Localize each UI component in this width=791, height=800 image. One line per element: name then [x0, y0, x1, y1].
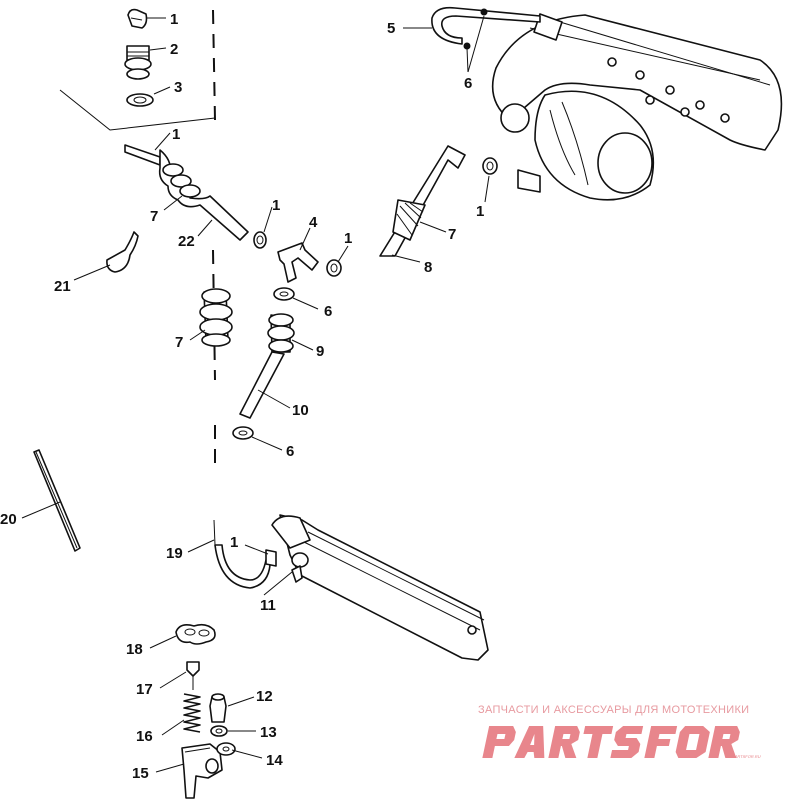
callout-1: 1	[170, 11, 178, 28]
callout-7: 7	[448, 226, 456, 243]
watermark-tagline: ЗАПЧАСТИ И АКСЕССУАРЫ ДЛЯ МОТОТЕХНИКИ	[478, 704, 750, 716]
valve-part	[186, 661, 200, 690]
callout-6: 6	[324, 303, 332, 320]
callout-15: 15	[132, 765, 149, 782]
vent-tube-part	[431, 6, 541, 50]
logo-letters	[482, 726, 740, 758]
callout-12: 12	[256, 688, 273, 705]
callout-2: 2	[170, 41, 178, 58]
washer-part	[216, 742, 236, 756]
callout-4: 4	[309, 214, 318, 231]
grommet-part	[199, 288, 233, 347]
callout-5: 5	[387, 20, 395, 37]
o-ring-part	[210, 725, 228, 737]
callout-19: 19	[166, 545, 183, 562]
clamp-ring-part	[326, 259, 342, 277]
valve-body-part	[181, 743, 223, 799]
mesh-hose-assembly	[379, 145, 466, 257]
callout-22: 22	[178, 233, 195, 250]
watermark: ЗАПЧАСТИ И АКСЕССУАРЫ ДЛЯ МОТОТЕХНИКИ PA…	[478, 704, 778, 759]
callout-3: 3	[174, 79, 182, 96]
washer-part	[126, 93, 154, 107]
callout-13: 13	[260, 724, 277, 741]
callout-1: 1	[230, 534, 238, 551]
airbox-assembly	[491, 13, 783, 201]
callout-14: 14	[266, 752, 283, 769]
watermark-logo-text: PARTSFOR.RU	[732, 754, 761, 759]
callout-20: 20	[0, 511, 17, 528]
callout-10: 10	[292, 402, 309, 419]
mounting-plate-part	[175, 623, 216, 645]
callout-17: 17	[136, 681, 153, 698]
washer-part	[232, 426, 254, 440]
hose-end-part	[127, 8, 148, 29]
cap-part	[209, 693, 227, 723]
hose-clamp-part	[106, 231, 139, 273]
center-lines	[59, 9, 216, 546]
clamp-ring-part	[253, 231, 267, 249]
leader-lines	[21, 15, 490, 773]
tray-assembly	[271, 514, 489, 661]
washer-part	[273, 287, 295, 301]
clamp-ring-part	[482, 157, 498, 175]
callout-11: 11	[260, 597, 276, 614]
hose-grommet-assembly	[239, 313, 295, 419]
callout-21: 21	[54, 278, 71, 295]
mounting-bolts	[607, 57, 730, 123]
callout-9: 9	[316, 343, 324, 360]
callout-16: 16	[136, 728, 153, 745]
callout-8: 8	[424, 259, 432, 276]
callout-7: 7	[175, 334, 183, 351]
tee-fitting-part	[277, 242, 319, 283]
callout-1: 1	[272, 197, 280, 214]
rod-part	[33, 449, 81, 552]
callout-6: 6	[286, 443, 294, 460]
callout-1: 1	[344, 230, 352, 247]
callout-1: 1	[172, 126, 180, 143]
fitting-part	[124, 45, 152, 80]
callout-7: 7	[150, 208, 158, 225]
callout-labels: 1 2 3 1 7 22 1 4 1 21 6 7 9 10 6 5 6 1 7…	[0, 11, 484, 782]
callout-1: 1	[476, 203, 484, 220]
vent-hose-assembly	[124, 144, 249, 241]
callout-18: 18	[126, 641, 143, 658]
callout-6: 6	[464, 75, 472, 92]
drain-hose-part	[214, 544, 277, 589]
spring-part	[183, 693, 201, 733]
watermark-logo: PARTSFOR.RU	[482, 726, 761, 759]
